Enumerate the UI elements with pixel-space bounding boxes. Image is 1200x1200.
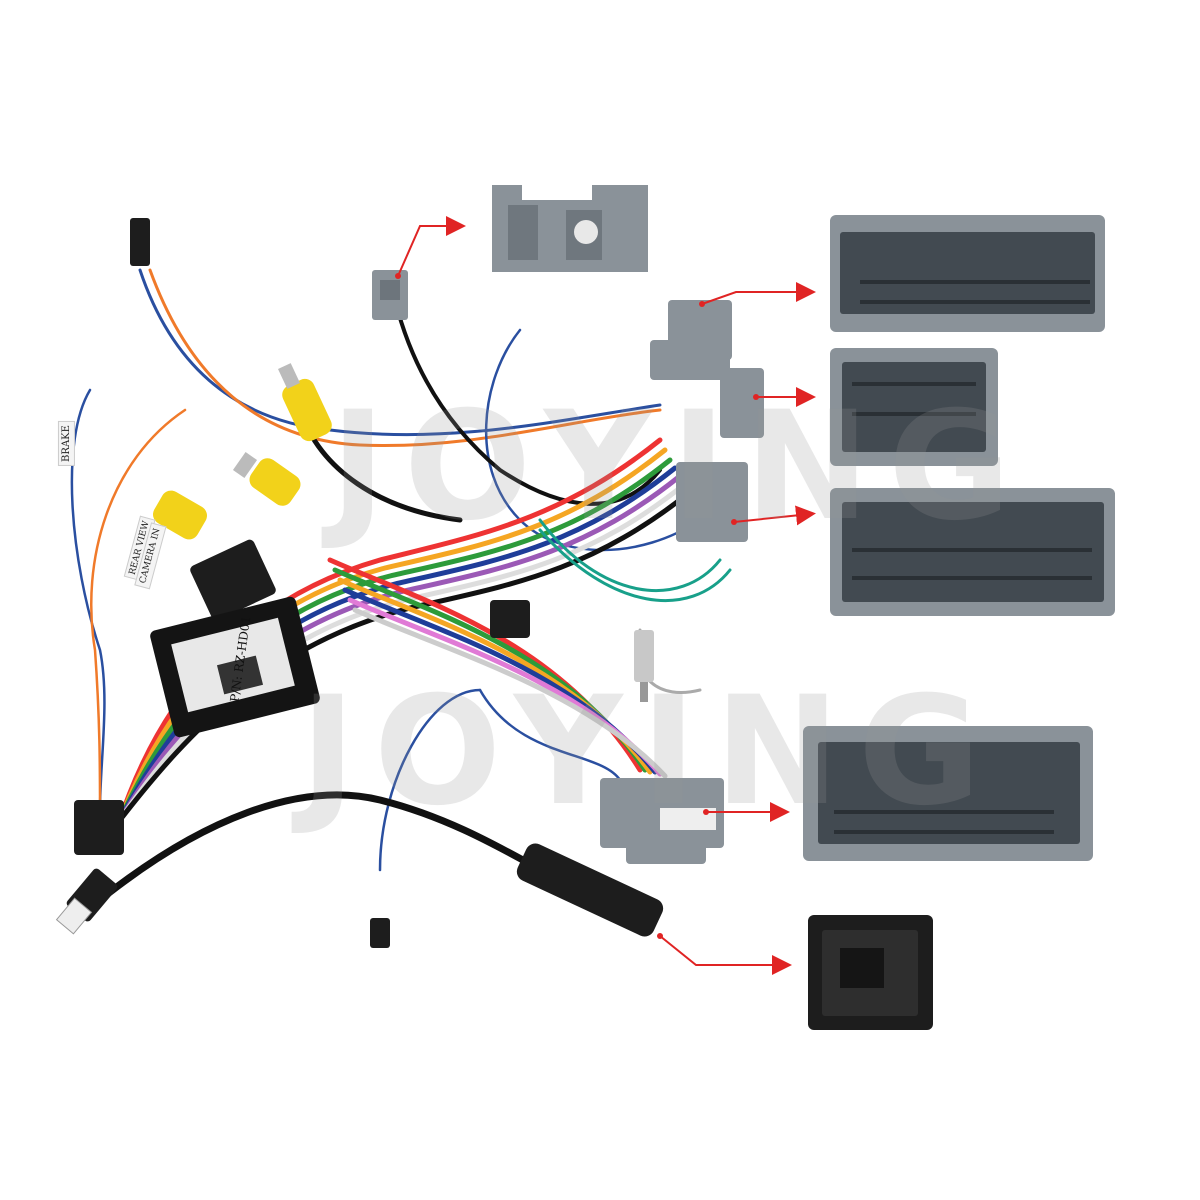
connector-face-top <box>492 185 648 272</box>
brake-label: BRAKE <box>57 421 75 466</box>
connector-face-5 <box>808 915 933 1030</box>
gray-harness-plugs <box>600 300 764 864</box>
rca-plug-icon <box>153 363 332 540</box>
antenna-adapter <box>634 630 654 702</box>
red-arrow-icon <box>395 216 816 975</box>
can-box <box>150 596 320 738</box>
connector-face-1 <box>830 215 1105 332</box>
plug-label <box>660 808 716 830</box>
connector-face-2 <box>830 348 998 466</box>
connector-face-4 <box>803 726 1093 861</box>
usb-plug-icon <box>55 843 664 937</box>
small-plugs <box>74 218 530 948</box>
connector-face-3 <box>830 488 1115 616</box>
